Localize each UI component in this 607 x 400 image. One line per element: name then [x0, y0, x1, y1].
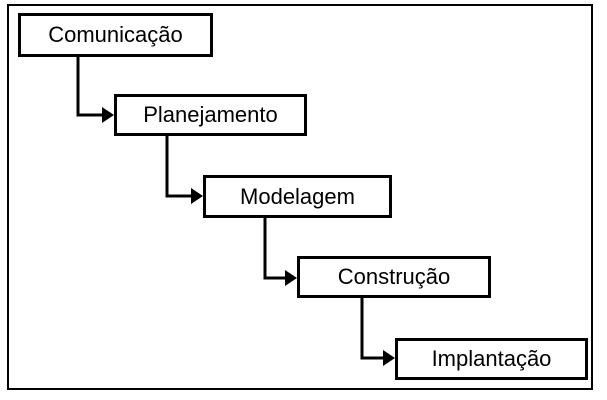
stage-comunicacao-label: Comunicação	[48, 22, 183, 47]
stage-planejamento-box: Planejamento	[114, 94, 307, 136]
stage-comunicacao-box: Comunicação	[18, 13, 213, 57]
stage-modelagem-label: Modelagem	[240, 183, 355, 209]
stage-modelagem-box: Modelagem	[203, 175, 392, 218]
stage-construcao-box: Construção	[297, 256, 491, 298]
stage-construcao-label: Construção	[337, 264, 451, 289]
stage-planejamento-label: Planejamento	[143, 102, 278, 127]
stage-implantacao-box: Implantação	[395, 338, 588, 380]
stage-implantacao-label: Implantação	[431, 346, 552, 371]
diagram-frame	[7, 4, 593, 390]
